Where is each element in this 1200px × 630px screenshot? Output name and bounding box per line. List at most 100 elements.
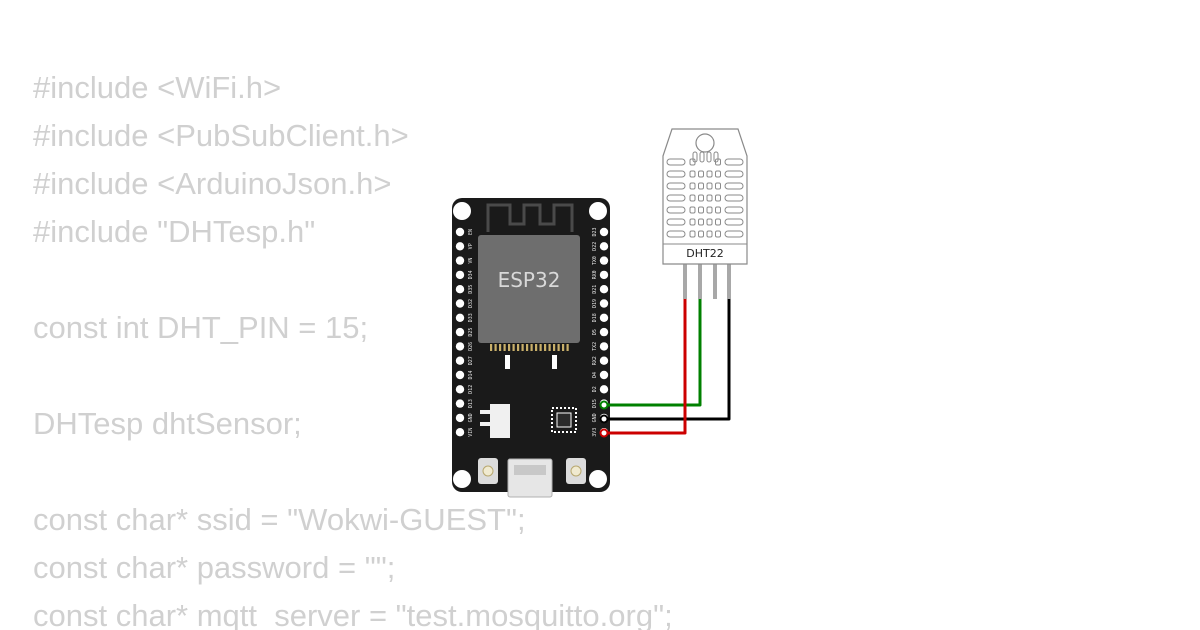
pin-gnd[interactable]: [455, 413, 465, 423]
pin-d14[interactable]: [455, 370, 465, 380]
grille-hole: [706, 206, 713, 214]
grille-slot: [666, 170, 686, 178]
grille-hole: [706, 194, 713, 202]
grille-slot: [724, 230, 744, 238]
code-listing: #include <WiFi.h>#include <PubSubClient.…: [33, 64, 673, 630]
pin-d13[interactable]: [455, 399, 465, 408]
pin-label-d12: D12: [468, 385, 474, 394]
pin-label-vn: VN: [468, 258, 474, 264]
pin-d18[interactable]: [599, 313, 609, 322]
grille-hole: [689, 182, 696, 190]
grille-hole: [706, 218, 713, 226]
sensor-leg-4: [727, 263, 731, 299]
pin-label-rx0: RX0: [592, 270, 598, 279]
grille-hole: [698, 218, 704, 226]
pin-d19[interactable]: [599, 299, 609, 308]
pin-d4[interactable]: [599, 370, 609, 380]
pin-d27[interactable]: [455, 356, 465, 365]
wires: [599, 298, 731, 438]
grille-hole: [706, 182, 713, 190]
pin-d12[interactable]: [455, 385, 465, 394]
pin-rx0[interactable]: [599, 270, 609, 280]
left-pin-header: ENVPVND34D35D32D33D25D26D27D14D12D13GNDV…: [455, 227, 474, 437]
code-line: #include <WiFi.h>: [33, 70, 282, 105]
regulator-tab: [490, 404, 510, 438]
smd-pad-right: [552, 355, 557, 369]
pin-d32[interactable]: [455, 299, 465, 308]
pin-tx2[interactable]: [599, 342, 609, 351]
en-button[interactable]: [478, 458, 498, 484]
module-pin: [490, 344, 493, 351]
grille-slot: [692, 151, 698, 163]
sensor-leg-3: [713, 263, 717, 299]
pin-label-d19: D19: [592, 299, 598, 308]
pin-d26[interactable]: [455, 342, 465, 351]
pin-label-d25: D25: [468, 328, 474, 337]
pin-label-3v3: 3V3: [592, 428, 598, 437]
pin-label-d27: D27: [468, 356, 474, 365]
grille-slot: [666, 158, 686, 166]
usb-port-opening: [514, 465, 546, 475]
antenna-trace: [486, 203, 574, 232]
pin-vp[interactable]: [455, 242, 465, 251]
grille-slot: [724, 218, 744, 226]
pin-d33[interactable]: [455, 313, 465, 322]
smd-pad-left: [505, 355, 510, 369]
code-line: #include "DHTesp.h": [33, 214, 316, 249]
pin-d2[interactable]: [599, 385, 609, 394]
module-pin: [499, 344, 502, 351]
grille-slot: [666, 218, 686, 226]
pin-en[interactable]: [455, 227, 465, 237]
pin-d25[interactable]: [455, 327, 465, 337]
grille-hole: [715, 230, 721, 238]
wire-ground: [606, 298, 731, 421]
module-pin: [521, 344, 524, 351]
pin-label-d21: D21: [592, 285, 598, 294]
module-pin: [494, 344, 497, 351]
pin-rx2[interactable]: [599, 356, 609, 365]
pin-d5[interactable]: [599, 327, 609, 337]
pin-label-gnd: GND: [468, 413, 474, 422]
grille-slot: [666, 230, 686, 238]
pin-label-tx0: TX0: [592, 256, 598, 265]
grille-hole: [689, 206, 696, 214]
mounting-hole-tl: [453, 202, 471, 220]
dht22-sensor[interactable]: DHT22: [662, 128, 748, 299]
boot-button[interactable]: [566, 458, 586, 484]
pin-d23[interactable]: [599, 227, 609, 237]
grille-slot: [724, 158, 744, 166]
esp32-board[interactable]: ESP32: [452, 198, 610, 498]
pin-d34[interactable]: [455, 270, 465, 280]
chip-shield: [478, 235, 580, 343]
pin-label-d14: D14: [468, 370, 474, 379]
sensor-leg-2: [698, 263, 702, 299]
sensor-grille: [666, 151, 744, 238]
grille-slot: [713, 151, 719, 163]
pin-tx0[interactable]: [599, 256, 609, 265]
module-pin: [526, 344, 529, 351]
pin-vin[interactable]: [455, 428, 465, 437]
pin-label-vin: VIN: [468, 428, 474, 437]
grille-hole: [698, 182, 704, 190]
pin-label-d33: D33: [468, 313, 474, 322]
grille-slot: [724, 194, 744, 202]
pin-d21[interactable]: [599, 285, 609, 294]
module-pin: [544, 344, 547, 351]
pin-d22[interactable]: [599, 242, 609, 251]
module-pin: [566, 344, 569, 351]
mounting-hole-bl: [453, 470, 471, 488]
pin-d35[interactable]: [455, 285, 465, 294]
code-line: const char* mqtt_server = "test.mosquitt…: [33, 598, 673, 630]
grille-hole: [689, 194, 696, 202]
pin-label-d26: D26: [468, 342, 474, 351]
grille-hole: [698, 206, 704, 214]
code-line: #include <ArduinoJson.h>: [33, 166, 392, 201]
usb-chip: [551, 407, 577, 433]
pin-vn[interactable]: [455, 256, 465, 265]
grille-hole: [689, 218, 696, 226]
grille-hole: [706, 170, 713, 178]
pin-label-d34: D34: [468, 270, 474, 279]
module-pin: [530, 344, 533, 351]
